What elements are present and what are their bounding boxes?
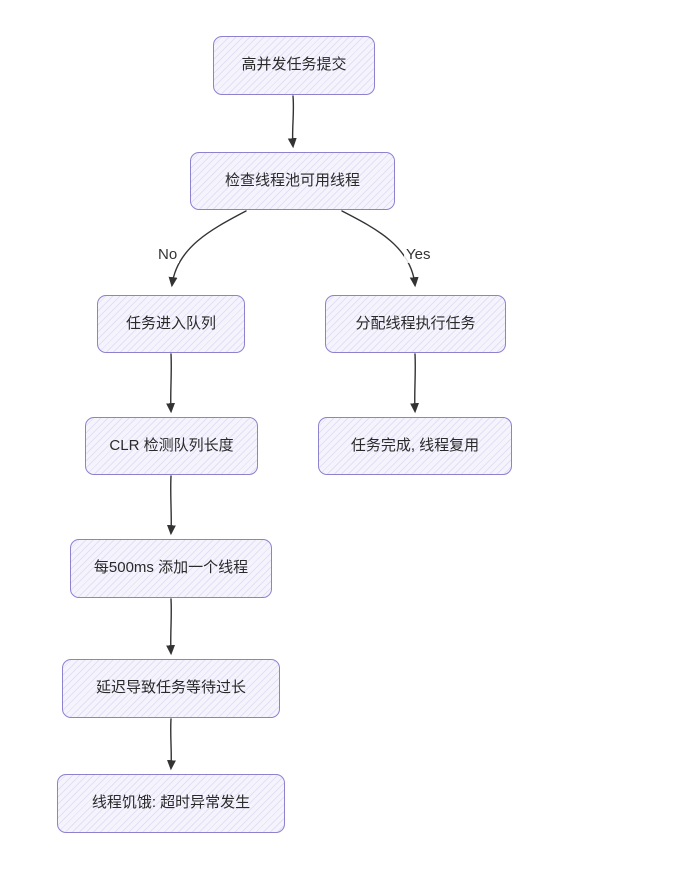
node-task-complete-reuse: 任务完成, 线程复用 — [318, 417, 512, 475]
node-check-threadpool: 检查线程池可用线程 — [190, 152, 395, 210]
node-add-thread-every-500ms: 每500ms 添加一个线程 — [70, 539, 272, 598]
node-thread-starvation: 线程饥饿: 超时异常发生 — [57, 774, 285, 833]
edge-submit-to-check — [287, 95, 297, 149]
node-assign-thread: 分配线程执行任务 — [325, 295, 506, 353]
edge-delay-to-starvation — [167, 718, 176, 771]
edge-assign-to-complete — [410, 353, 420, 414]
edge-clr-detect-to-add-thread — [166, 475, 176, 536]
edge-label-no: No — [156, 246, 180, 263]
edge-label-yes: Yes — [404, 246, 433, 263]
edge-enqueue-to-clr-detect — [166, 353, 176, 414]
node-clr-detect-queue: CLR 检测队列长度 — [85, 417, 258, 475]
node-task-enqueue: 任务进入队列 — [97, 295, 245, 353]
edge-check-to-assign-yes — [341, 210, 419, 288]
node-task-submit: 高并发任务提交 — [213, 36, 375, 95]
edge-add-thread-to-delay — [166, 598, 176, 656]
edge-check-to-enqueue-no — [168, 210, 247, 288]
node-delay-long-wait: 延迟导致任务等待过长 — [62, 659, 280, 718]
